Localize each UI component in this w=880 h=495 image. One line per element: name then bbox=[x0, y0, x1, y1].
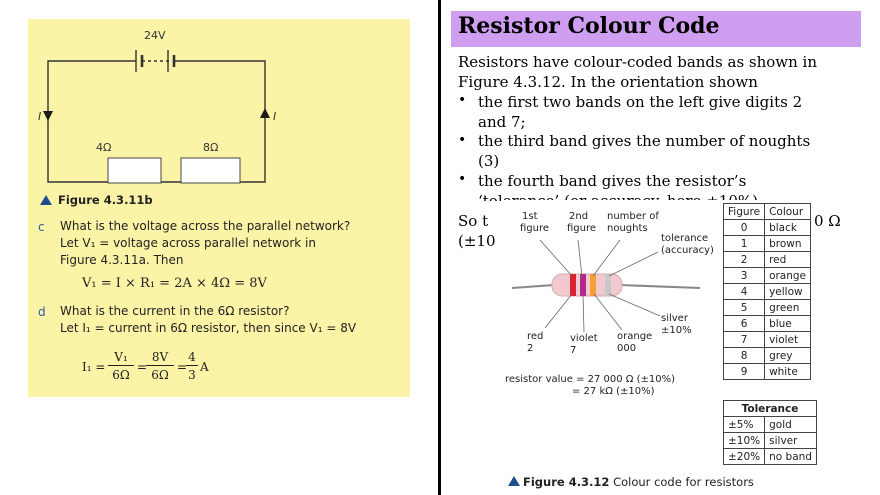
resistor-8ohm bbox=[180, 157, 241, 184]
current-arrow-up-icon bbox=[260, 108, 270, 118]
label-silver: silver bbox=[661, 313, 688, 324]
label-red: red bbox=[527, 331, 544, 342]
question-c-line3: Figure 4.3.11a. Then bbox=[60, 253, 184, 267]
bullet-2-line1: the third band gives the number of nough… bbox=[478, 132, 811, 150]
title-bar bbox=[451, 11, 861, 47]
left-page-panel bbox=[28, 19, 410, 397]
battery-symbol bbox=[135, 50, 176, 72]
wire-right bbox=[174, 60, 266, 183]
bullet-3-line2: ‘tolerance’ (or accuracy, here ±10%). bbox=[478, 192, 763, 201]
colour-table-header-row: Figure Colour bbox=[722, 203, 812, 220]
current-label-left: I bbox=[38, 110, 42, 123]
section-title: Resistor Colour Code bbox=[458, 13, 720, 39]
bullet-2-line2: (3) bbox=[478, 152, 500, 170]
question-c-line2: Let V₁ = voltage across parallel network… bbox=[60, 236, 316, 250]
bullet-1-line2: and 7; bbox=[478, 113, 526, 131]
summary-line2-start: (±10 bbox=[458, 232, 496, 250]
question-c-equation: V₁ = I × R₁ = 2A × 4Ω = 8V bbox=[82, 276, 267, 291]
figure-4-3-11b-caption: Figure 4.3.11b bbox=[40, 193, 153, 207]
colour-table-header-colour: Colour bbox=[764, 203, 812, 220]
label-figure-1: figure bbox=[520, 223, 550, 234]
label-figure-2: figure bbox=[567, 223, 597, 234]
label-orange-value: 000 bbox=[617, 343, 637, 354]
resistor-4ohm-label: 4Ω bbox=[96, 141, 112, 154]
table-row: ±5%gold bbox=[722, 416, 817, 433]
table-row: ±20%no band bbox=[722, 448, 817, 465]
bullet-3-line1: the fourth band gives the resistor’s bbox=[478, 172, 747, 190]
label-tolerance: tolerance bbox=[661, 233, 709, 244]
circuit-wires bbox=[47, 60, 266, 183]
label-orange: orange bbox=[617, 331, 653, 342]
colour-table-header-figure: Figure bbox=[722, 203, 766, 220]
resistor-value-line2: = 27 kΩ (±10%) bbox=[572, 386, 655, 397]
label-violet: violet bbox=[570, 333, 598, 344]
question-c-letter: c bbox=[38, 220, 45, 234]
current-arrow-down-icon bbox=[43, 111, 53, 121]
tolerance-table: Tolerance ±5%gold ±10%silver ±20%no band bbox=[722, 400, 817, 465]
battery-label: 24V bbox=[144, 29, 166, 42]
table-row: ±10%silver bbox=[722, 432, 817, 449]
figure-4-3-12-caption: Figure 4.3.12 Colour code for resistors bbox=[523, 475, 754, 489]
resistor-4ohm bbox=[107, 157, 162, 184]
summary-line1-end: 0 Ω bbox=[814, 212, 841, 230]
tolerance-table-header-row: Tolerance bbox=[723, 400, 817, 417]
question-d-letter: d bbox=[38, 305, 46, 319]
bullet-1-dot: • bbox=[458, 92, 467, 108]
tolerance-table-header: Tolerance bbox=[723, 400, 817, 417]
summary-line1-start: So t bbox=[458, 212, 489, 230]
question-d-line2: Let I₁ = current in 6Ω resistor, then si… bbox=[60, 321, 357, 335]
figure-triangle-icon bbox=[40, 195, 52, 205]
label-noughts: noughts bbox=[607, 223, 648, 234]
question-d-line1: What is the current in the 6Ω resistor? bbox=[60, 304, 290, 318]
label-violet-value: 7 bbox=[570, 345, 577, 356]
bullet-3-dot: • bbox=[458, 171, 467, 187]
tolerance-table-wrap: Tolerance ±5%gold ±10%silver ±20%no band bbox=[722, 400, 817, 465]
bullet-1-line1: the first two bands on the left give dig… bbox=[478, 93, 803, 111]
label-silver-value: ±10% bbox=[661, 325, 692, 336]
intro-line1: Resistors have colour-coded bands as sho… bbox=[458, 53, 818, 71]
label-2nd: 2nd bbox=[569, 211, 589, 222]
wire-left bbox=[47, 60, 136, 183]
label-accuracy: (accuracy) bbox=[661, 245, 714, 256]
label-red-value: 2 bbox=[527, 343, 534, 354]
question-c-line1: What is the voltage across the parallel … bbox=[60, 219, 351, 233]
current-label-right: I bbox=[273, 110, 277, 123]
resistor-8ohm-label: 8Ω bbox=[203, 141, 219, 154]
label-1st: 1st bbox=[522, 211, 538, 222]
page-divider bbox=[438, 0, 441, 495]
resistor-value-line1: resistor value = 27 000 Ω (±10%) bbox=[505, 374, 676, 385]
label-number-of: number of bbox=[607, 211, 659, 222]
bullet-2-dot: • bbox=[458, 132, 467, 148]
intro-line2: Figure 4.3.12. In the orientation shown bbox=[458, 73, 758, 91]
